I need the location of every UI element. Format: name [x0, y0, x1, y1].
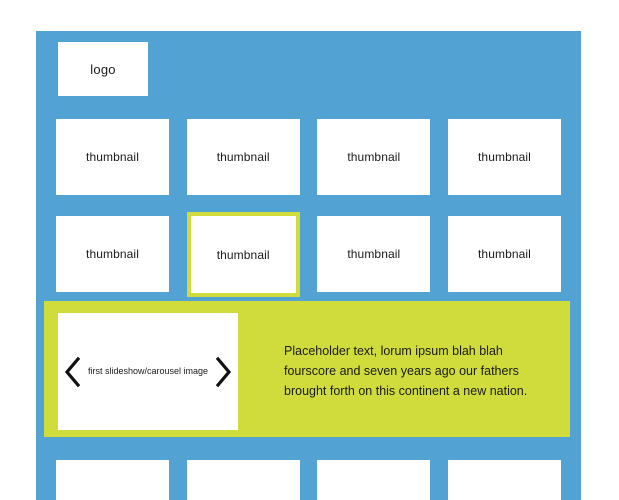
thumbnail-item[interactable]: thumbnail [56, 216, 169, 292]
carousel-caption: first slideshow/carousel image [87, 366, 209, 376]
bottom-content-row [56, 460, 561, 500]
thumbnail-item[interactable]: thumbnail [447, 216, 561, 292]
bottom-content-box[interactable] [56, 460, 169, 500]
thumbnail-label: thumbnail [216, 247, 270, 262]
thumbnail-label: thumbnail [216, 150, 270, 164]
thumbnail-item-selected[interactable]: thumbnail [186, 212, 300, 297]
thumbnail-item[interactable]: thumbnail [56, 119, 169, 195]
thumbnail-label: thumbnail [478, 150, 531, 164]
carousel-image[interactable]: first slideshow/carousel image [58, 313, 238, 430]
thumbnail-item[interactable]: thumbnail [447, 119, 561, 195]
thumbnail-item[interactable]: thumbnail [317, 119, 431, 195]
bottom-content-box[interactable] [447, 460, 561, 500]
bottom-content-box[interactable] [186, 460, 300, 500]
thumbnail-label: thumbnail [347, 150, 401, 164]
chevron-left-icon[interactable] [64, 356, 80, 387]
thumbnail-label: thumbnail [86, 150, 139, 164]
thumbnail-row-1: thumbnail thumbnail thumbnail thumbnail [56, 119, 561, 195]
thumbnail-item[interactable]: thumbnail [317, 216, 431, 292]
carousel-body-text: Placeholder text, lorum ipsum blah blah … [284, 344, 528, 398]
bottom-content-box[interactable] [317, 460, 431, 500]
page-panel: logo thumbnail thumbnail thumbnail thumb… [36, 31, 581, 500]
thumbnail-label: thumbnail [347, 247, 401, 261]
carousel-band: first slideshow/carousel image Placehold… [44, 301, 570, 437]
thumbnail-row-2: thumbnail thumbnail thumbnail thumbnail [56, 212, 561, 297]
logo-box[interactable]: logo [58, 42, 148, 96]
logo-label: logo [90, 61, 116, 77]
chevron-right-icon[interactable] [216, 356, 232, 387]
thumbnail-label: thumbnail [86, 247, 139, 261]
thumbnail-item[interactable]: thumbnail [186, 119, 300, 195]
thumbnail-label: thumbnail [478, 247, 531, 261]
